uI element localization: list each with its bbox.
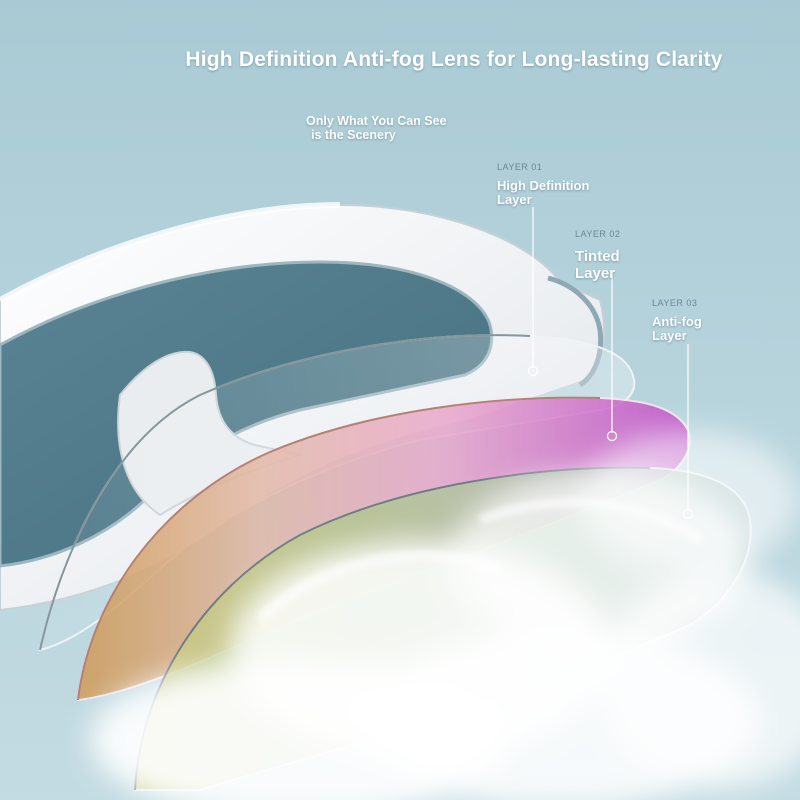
layer-01-name: High Definition Layer (497, 178, 590, 207)
fog-cloud (90, 430, 800, 800)
layer-03-name: Anti-fog Layer (652, 314, 702, 343)
tagline-line-1: Only What You Can See (306, 114, 447, 128)
layer-01-number: LAYER 01 (497, 162, 543, 172)
layer-01-label: LAYER 01 High Definition Layer (497, 160, 657, 207)
layer-02-number: LAYER 02 (575, 229, 621, 239)
layer-03-label: LAYER 03 Anti-fog Layer (652, 296, 752, 343)
tagline: Only What You Can See is the Scenery (306, 114, 496, 142)
layer-03-number: LAYER 03 (652, 298, 698, 308)
headline: High Definition Anti-fog Lens for Long-l… (185, 48, 723, 71)
layer-callouts (527, 207, 694, 520)
tagline-line-2: is the Scenery (311, 128, 396, 142)
layer-02-label: LAYER 02 Tinted Layer (575, 226, 665, 282)
layer-02-name: Tinted Layer (575, 248, 620, 282)
fog-wisps (255, 497, 703, 625)
